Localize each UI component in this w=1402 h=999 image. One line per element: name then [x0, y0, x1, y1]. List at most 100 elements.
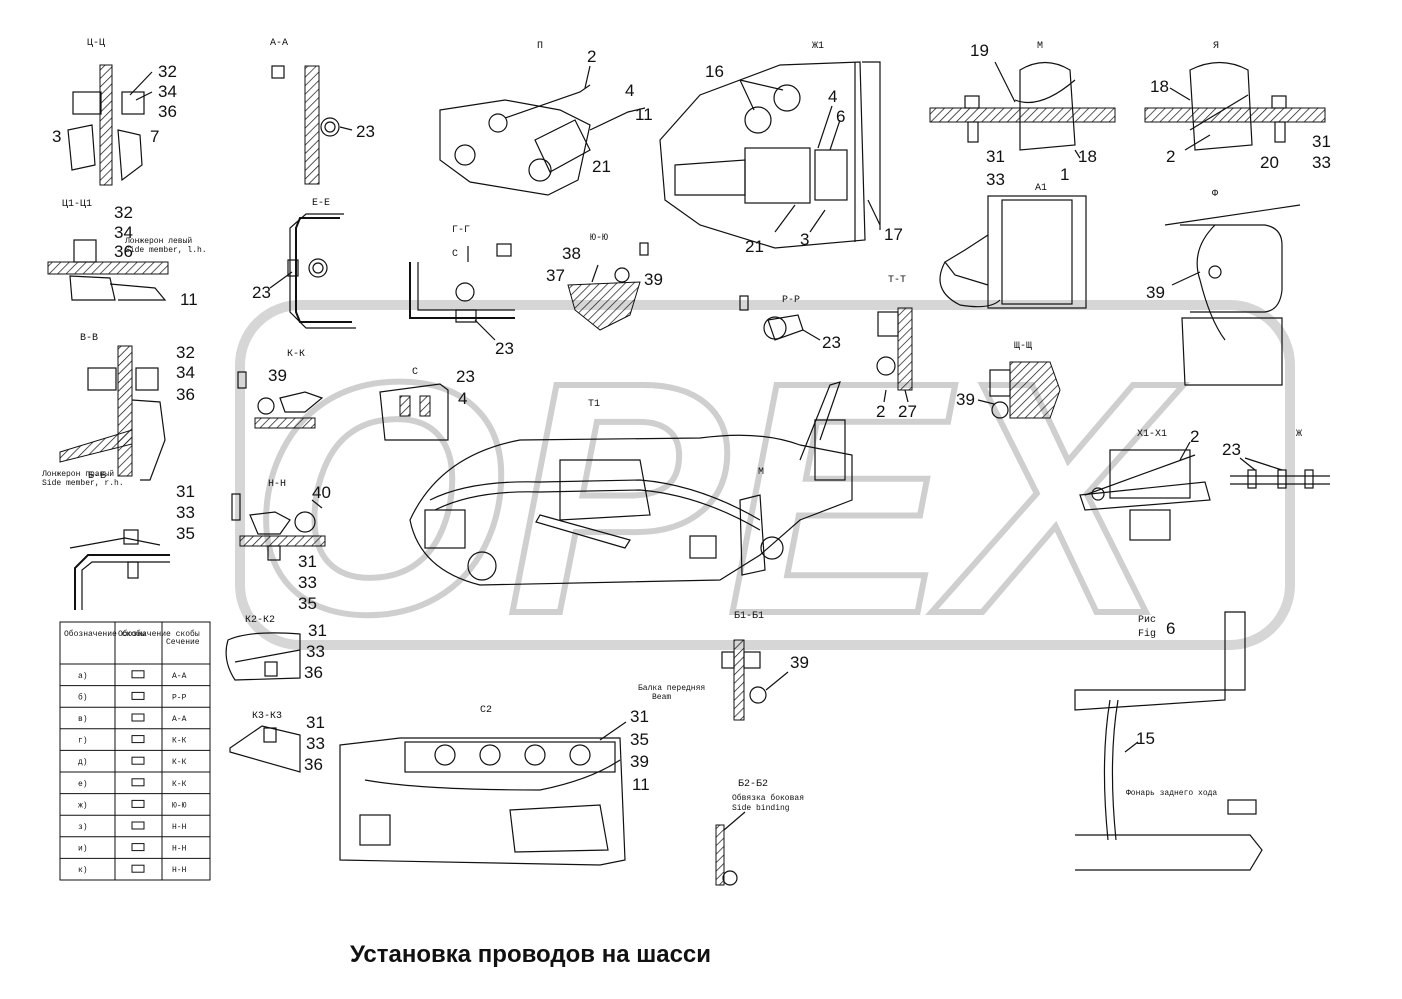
- callout-23: 23: [456, 367, 475, 386]
- table-cell-section: Н-Н: [172, 845, 187, 854]
- section-label: Б2-Б2: [738, 779, 768, 790]
- table-cell-section: А-А: [172, 672, 187, 681]
- callout-33: 33: [986, 170, 1005, 189]
- section-label: Щ-Щ: [1014, 341, 1032, 352]
- callout-33: 33: [176, 503, 195, 522]
- callout-7: 7: [150, 127, 159, 146]
- note-side-member-right: Лонжерон правый: [41, 470, 114, 479]
- callout-2: 2: [1190, 427, 1199, 446]
- callout-36: 36: [176, 385, 195, 404]
- note-side-binding: Обвязка боковая: [732, 794, 804, 803]
- table-cell-section: Н-Н: [172, 823, 187, 832]
- callout-34: 34: [176, 363, 195, 382]
- callout-31: 31: [176, 482, 195, 501]
- figure-label-line1: Рис: [1138, 615, 1156, 626]
- section-b2-b2: Б2-Б2 Обвязка боковая Side binding: [715, 779, 804, 886]
- bracket-icon: [131, 756, 145, 765]
- section-label: К3-К3: [252, 711, 282, 722]
- section-s: С 23 4: [379, 367, 475, 441]
- section-yu-yu: Ю-Ю 38 37 39: [546, 233, 663, 331]
- table-cell-mark: ж): [78, 801, 88, 810]
- watermark-frame: [235, 300, 1295, 650]
- section-x1-x1: Х1-Х1 2: [1079, 427, 1211, 541]
- callout-11: 11: [635, 105, 653, 124]
- table-cell-section: Н-Н: [172, 866, 187, 875]
- callout-39: 39: [268, 366, 287, 385]
- callout-23: 23: [1222, 440, 1241, 459]
- callout-31: 31: [298, 552, 317, 571]
- section-f: Ф 39: [1146, 189, 1301, 386]
- note-tail-lamp: Фонарь заднего хода: [1126, 789, 1217, 798]
- table-body: а)А-Аб)Р-Рв)А-Аг)К-Кд)К-Ке)К-Кж)Ю-Юз)Н-Н…: [60, 670, 210, 875]
- callout-34: 34: [158, 82, 177, 101]
- callout-23: 23: [822, 333, 841, 352]
- callout-32: 32: [176, 343, 195, 362]
- section-ya: Я 18 2 20 31 33: [1144, 41, 1331, 172]
- section-n-n: Н-Н 40 31 33 35: [231, 479, 331, 613]
- section-shch-shch: Щ-Щ 39: [956, 341, 1061, 419]
- section-label: Я: [1213, 41, 1219, 52]
- callout-34: 34: [114, 223, 133, 242]
- bracket-icon: [131, 691, 145, 700]
- section-label: Ц-Ц: [87, 38, 105, 49]
- callout-31: 31: [986, 147, 1005, 166]
- callout-39: 39: [1146, 283, 1165, 302]
- note-beam-en: Beam: [652, 693, 671, 702]
- callout-31: 31: [306, 713, 325, 732]
- section-label: Ю-Ю: [590, 233, 608, 244]
- section-v-v: В-В 32 34 36 Лонжерон правый Side member…: [41, 333, 195, 488]
- section-g-g: Г-Г С 23: [409, 225, 515, 358]
- table-cell-section: К-К: [172, 780, 187, 789]
- table-cell-section: Ю-Ю: [172, 801, 187, 810]
- callout-11: 11: [180, 290, 198, 309]
- bracket-icon: [131, 843, 145, 852]
- callout-23: 23: [356, 122, 375, 141]
- callout-37: 37: [546, 266, 565, 285]
- svg-text:М: М: [758, 467, 764, 478]
- note-side-member-left: Лонжерон левый: [124, 237, 192, 246]
- watermark: OPEX: [235, 300, 1295, 685]
- table-cell-section: Р-Р: [172, 693, 187, 702]
- section-label: С2: [480, 705, 492, 716]
- figure-label-line2: Fig: [1138, 628, 1156, 640]
- section-k2-k2: К2-К2 31 33 36: [225, 615, 327, 682]
- callout-36: 36: [304, 755, 323, 774]
- figure-number: 6: [1166, 619, 1175, 638]
- bracket-icon: [131, 735, 145, 744]
- bracket-icon: [131, 670, 145, 679]
- table-cell-mark: а): [78, 672, 88, 681]
- callout-32: 32: [158, 62, 177, 81]
- callout-4: 4: [828, 87, 837, 106]
- table-cell-mark: к): [78, 866, 88, 875]
- callout-18: 18: [1150, 77, 1169, 96]
- table-cell-mark: е): [78, 780, 88, 789]
- callout-33: 33: [1312, 153, 1331, 172]
- callout-17: 17: [884, 225, 903, 244]
- section-label: А1: [1035, 183, 1047, 194]
- callout-35: 35: [176, 524, 195, 543]
- section-label: Р-Р: [782, 295, 800, 306]
- callout-39: 39: [956, 390, 975, 409]
- callout-36: 36: [158, 102, 177, 121]
- table-cell-section: А-А: [172, 715, 187, 724]
- callout-3: 3: [52, 127, 61, 146]
- callout-31: 31: [1312, 132, 1331, 151]
- section-label: Х1-Х1: [1137, 429, 1167, 440]
- callout-35: 35: [298, 594, 317, 613]
- callout-21: 21: [592, 157, 611, 176]
- section-label: Т1: [588, 399, 600, 410]
- section-k3-k3: К3-К3 31 33 36: [229, 711, 325, 774]
- callout-36: 36: [114, 242, 133, 261]
- callout-31: 31: [630, 707, 649, 726]
- section-label: К2-К2: [245, 615, 275, 626]
- section-r-r: Р-Р 23: [739, 295, 841, 352]
- callout-16: 16: [705, 62, 724, 81]
- callout-40: 40: [312, 483, 331, 502]
- callout-32: 32: [114, 203, 133, 222]
- section-a-a: А-А 23: [270, 38, 375, 185]
- bracket-icon: [131, 713, 145, 722]
- table-cell-section: К-К: [172, 758, 187, 767]
- section-zh1: Ж1 16 4 6 21 3 17: [659, 41, 903, 256]
- note-side-binding-en: Side binding: [732, 804, 790, 813]
